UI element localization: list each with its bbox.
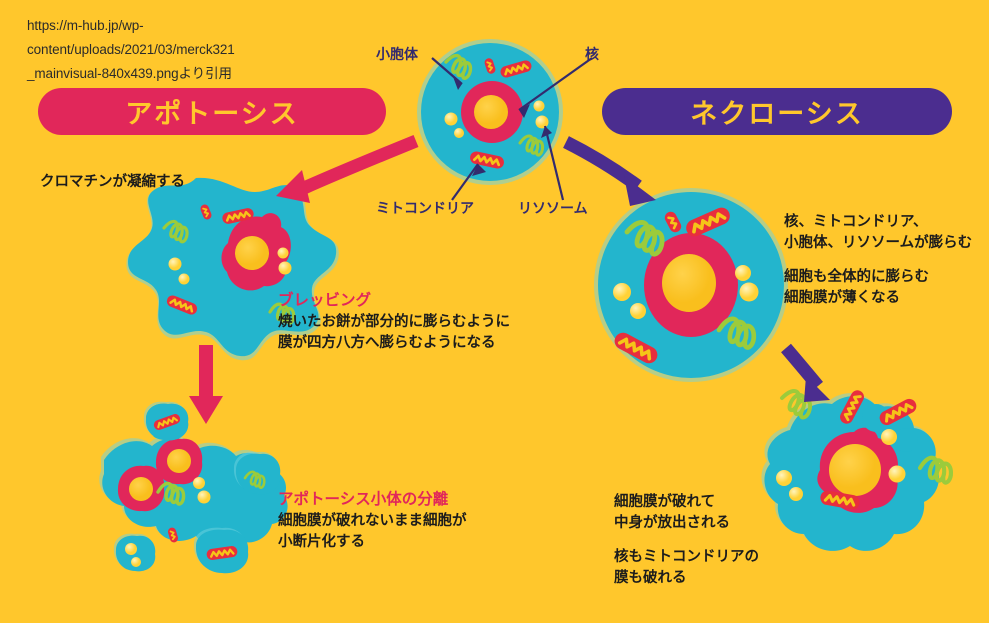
header-pill-necrosis: ネクローシス [602,88,952,135]
necrosis-swelling-paragraph-2: 細胞も全体的に膨らむ 細胞膜が薄くなる [784,269,929,306]
necrosis-swelling-block: 核、ミトコンドリア、 小胞体、リソソームが膨らむ 細胞も全体的に膨らむ 細胞膜が… [784,212,989,309]
arrow-to-apoptosis [276,134,419,203]
apoptosis-blebbing-block: ブレッビング 焼いたお餅が部分的に膨らむように 膜が四方八方へ膨らむようになる [278,288,538,354]
arrow-necrosis-step [781,343,830,402]
necrosis-rupture-paragraph-2: 核もミトコンドリアの 膜も破れる [614,549,759,586]
leader-er [431,57,463,85]
necrosis-rupture-block: 細胞膜が破れて 中身が放出される 核もミトコンドリアの 膜も破れる [614,492,804,589]
apoptotic-bodies [99,401,288,574]
apoptosis-blebbing-heading: ブレッビング [278,291,372,309]
leader-lyso [543,125,565,201]
callout-arrowheads [452,74,552,176]
apoptosis-chromatin-label: クロマチンが凝縮する [40,174,185,190]
arrow-apoptosis-step [189,345,223,424]
callout-label-lysosome: リソソーム [518,201,588,217]
normal-cell [417,39,563,185]
callout-label-nucleus: 核 [585,47,599,63]
header-pill-apoptosis: アポトーシス [38,88,386,135]
callout-label-endoplasmic-reticulum: 小胞体 [376,47,418,63]
arrow-to-necrosis [563,136,656,206]
leader-nucleus [518,57,593,111]
apoptosis-bodies-heading: アポトーシス小体の分離 [278,490,449,508]
callout-label-mitochondria: ミトコンドリア [376,201,474,217]
apoptosis-bodies-block: アポトーシス小体の分離 細胞膜が破れないまま細胞が 小断片化する [278,487,548,553]
apoptosis-bodies-body: 細胞膜が破れないまま細胞が 小断片化する [278,513,467,550]
swollen-cell [594,188,788,382]
apoptosis-blebbing-body: 焼いたお餅が部分的に膨らむように 膜が四方八方へ膨らむようになる [278,314,510,351]
source-citation: https://m-hub.jp/wp- content/uploads/202… [27,18,235,81]
necrosis-swelling-paragraph-1: 核、ミトコンドリア、 小胞体、リソソームが膨らむ [784,214,973,251]
necrosis-rupture-paragraph-1: 細胞膜が破れて 中身が放出される [614,494,730,531]
leader-mito [451,163,479,201]
callout-leader-lines [431,57,593,201]
